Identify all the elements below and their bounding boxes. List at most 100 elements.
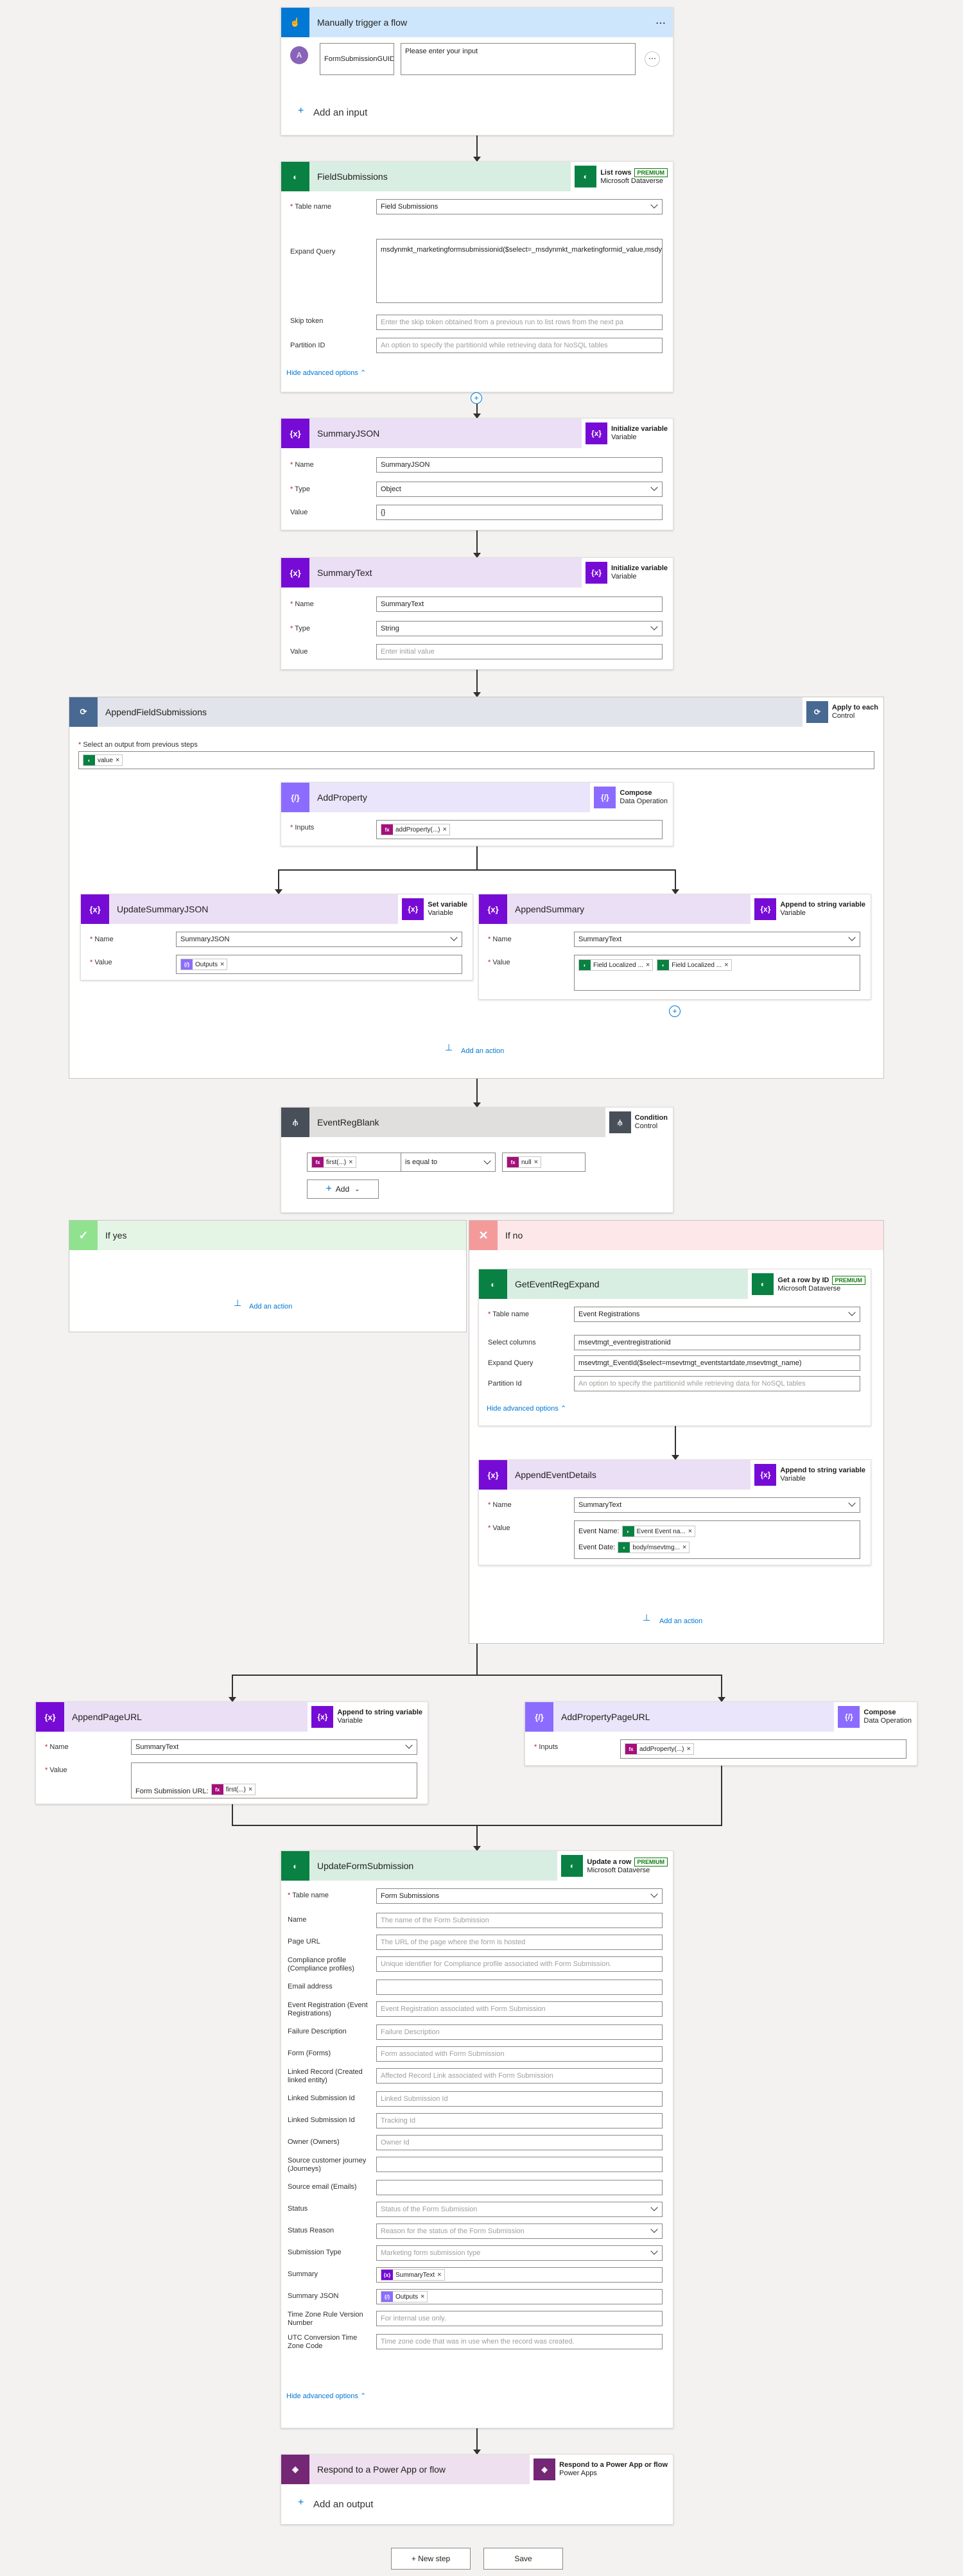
field-dropdown[interactable]: Marketing form submission type [376,2245,663,2261]
field-input[interactable]: {/}Outputs× [376,2289,663,2304]
remove-token-icon[interactable]: × [686,1745,691,1753]
field-input[interactable]: {x}SummaryText× [376,2267,663,2283]
field-input[interactable]: Form associated with Form Submission [376,2046,663,2062]
insert-step-icon[interactable]: + [669,1005,681,1017]
hide-advanced-options-link[interactable]: Hide advanced options ⌃ [286,2392,366,2400]
more-options-icon[interactable]: ⋯ [655,18,666,29]
remove-token-icon[interactable]: × [437,2271,442,2279]
save-button[interactable]: Save [483,2548,563,2570]
partition-id-field[interactable]: An option to specify the partitionId whi… [574,1376,860,1391]
remove-token-icon[interactable]: × [724,961,729,969]
expand-query-field[interactable]: msdynmkt_marketingformsubmissionid($sele… [376,239,663,303]
respond-card[interactable]: ◈ Respond to a Power App or flow ◈Respon… [281,2454,673,2525]
input-prompt-field[interactable]: Please enter your input [401,43,636,75]
field-input[interactable]: Time zone code that was in use when the … [376,2334,663,2349]
append-summary-card[interactable]: {x} AppendSummary {x}Append to string va… [478,894,871,1000]
variable-value-field[interactable]: Event Name:◐Event Event na...× Event Dat… [574,1520,860,1559]
field-input[interactable] [376,1980,663,1995]
dynamic-token[interactable]: {/}Outputs× [180,959,228,970]
hide-advanced-options-link[interactable]: Hide advanced options ⌃ [487,1404,566,1413]
add-action-button[interactable]: Add an action [461,1047,505,1055]
input-name-field[interactable]: FormSubmissionGUID [320,43,394,75]
field-input[interactable]: Affected Record Link associated with For… [376,2068,663,2084]
variable-value-field[interactable]: Enter initial value [376,644,663,659]
variable-name-dropdown[interactable]: SummaryText [574,932,860,947]
dynamic-token[interactable]: ◐value× [83,754,123,766]
select-columns-field[interactable]: msevtmgt_eventregistrationid [574,1335,860,1350]
add-input-button[interactable]: Add an input [313,107,368,118]
remove-token-icon[interactable]: × [115,756,120,764]
variable-name-dropdown[interactable]: SummaryJSON [176,932,462,947]
append-event-details-card[interactable]: {x} AppendEventDetails {x}Append to stri… [478,1459,871,1565]
insert-step-icon[interactable]: + [471,392,482,404]
remove-token-icon[interactable]: × [220,961,225,968]
field-input[interactable] [376,2180,663,2195]
expand-query-field[interactable]: msevtmgt_EventId($select=msevtmgt_events… [574,1355,860,1371]
variable-type-dropdown[interactable]: String [376,621,663,636]
input-more-icon[interactable]: ⋯ [645,51,660,67]
field-dropdown[interactable]: Status of the Form Submission [376,2202,663,2217]
field-input[interactable]: Tracking Id [376,2113,663,2128]
variable-value-field[interactable]: ◐Field Localized ...× ◐Field Localized .… [574,955,860,991]
remove-token-icon[interactable]: × [421,2293,425,2301]
select-output-field[interactable]: ◐value× [78,751,874,769]
variable-type-dropdown[interactable]: Object [376,482,663,497]
step-header[interactable]: ◈ Respond to a Power App or flow ◈Respon… [281,2455,673,2484]
field-dropdown[interactable]: Reason for the status of the Form Submis… [376,2224,663,2239]
step-header[interactable]: {x} AppendPageURL {x}Append to string va… [36,1702,428,1732]
table-name-dropdown[interactable]: Event Registrations [574,1307,860,1322]
variable-name-field[interactable]: SummaryJSON [376,457,663,473]
dynamic-token[interactable]: ◐Event Event na...× [621,1526,696,1537]
remove-token-icon[interactable]: × [534,1158,539,1166]
hide-advanced-options-link[interactable]: Hide advanced options ⌃ [286,369,366,377]
dynamic-token[interactable]: {x}SummaryText× [381,2269,445,2281]
add-action-button[interactable]: Add an action [249,1303,293,1310]
field-input[interactable]: Event Registration associated with Form … [376,2001,663,2017]
trigger-card[interactable]: ☝ Manually trigger a flow ⋯ A FormSubmis… [281,7,673,135]
field-input[interactable]: For internal use only. [376,2311,663,2326]
dynamic-token[interactable]: ◐body/msevtmg...× [618,1542,690,1553]
variable-value-field[interactable]: {/}Outputs× [176,955,462,974]
remove-token-icon[interactable]: × [349,1158,353,1166]
remove-token-icon[interactable]: × [248,1786,253,1793]
field-input[interactable] [376,2157,663,2172]
trigger-header[interactable]: ☝ Manually trigger a flow ⋯ [281,8,673,37]
append-page-url-card[interactable]: {x} AppendPageURL {x}Append to string va… [35,1701,428,1804]
add-output-button[interactable]: Add an output [313,2499,374,2510]
condition-operator-dropdown[interactable]: is equal to [401,1153,496,1172]
variable-name-dropdown[interactable]: SummaryText [131,1739,417,1755]
variable-value-field[interactable]: {} [376,505,663,520]
step-header[interactable]: {x} AppendEventDetails {x}Append to stri… [479,1460,871,1490]
step-header[interactable]: {x} AppendSummary {x}Append to string va… [479,894,871,924]
dynamic-token[interactable]: ◐Field Localized ...× [657,959,732,971]
remove-token-icon[interactable]: × [645,961,650,969]
field-dropdown[interactable]: Form Submissions [376,1888,663,1904]
remove-token-icon[interactable]: × [682,1544,687,1551]
skip-token-field[interactable]: Enter the skip token obtained from a pre… [376,315,663,330]
variable-name-dropdown[interactable]: SummaryText [574,1497,860,1513]
field-input[interactable]: The name of the Form Submission [376,1913,663,1928]
new-step-button[interactable]: + New step [391,2548,471,2570]
